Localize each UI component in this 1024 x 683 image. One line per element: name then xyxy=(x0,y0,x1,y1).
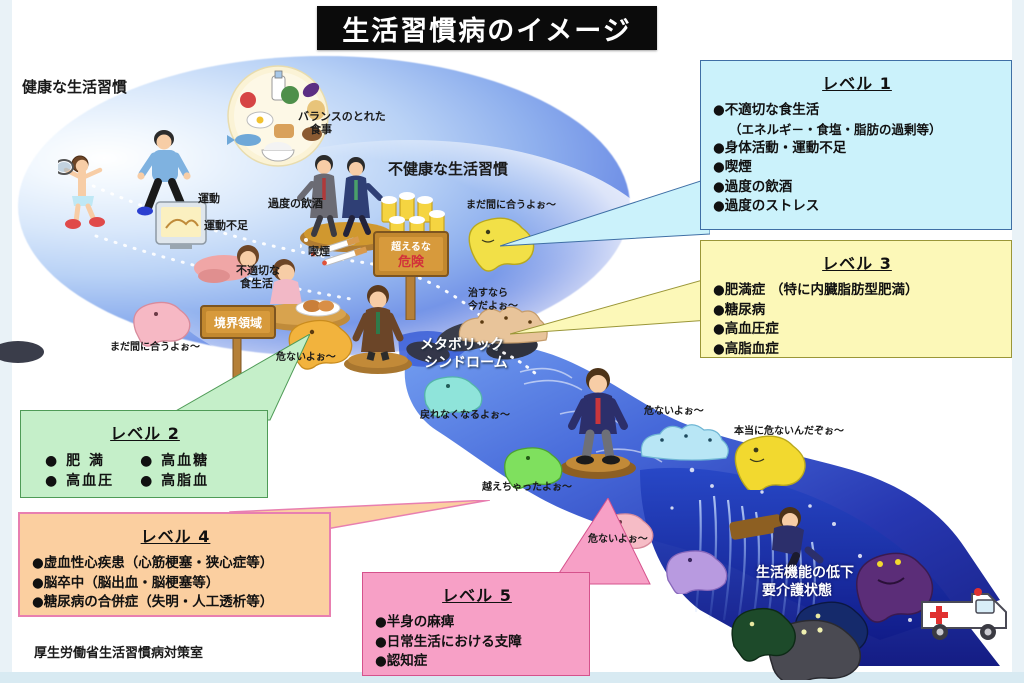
level-1-item-5: ●過度のストレス xyxy=(713,198,820,215)
level-5-item-2: ●認知症 xyxy=(375,653,428,670)
label-balanced-meal-line1: バランスのとれた xyxy=(298,110,386,123)
bubble-cure-now-line2: 今だよぉ～ xyxy=(468,301,518,312)
level-3-title: レベル 3 xyxy=(822,254,892,273)
level-5-item-1: ●日常生活における支障 xyxy=(375,633,522,650)
bubble-still-time-b: まだ間に合うよぉ～ xyxy=(110,342,200,353)
excess-drinking-illustration xyxy=(297,155,396,252)
bubble-dangerous-c: 危ないよぉ～ xyxy=(588,534,648,545)
bubble-cant-return: 戻れなくなるよぉ～ xyxy=(420,410,510,421)
label-excess-drinking: 過度の飲酒 xyxy=(268,197,323,210)
bubble-dangerous-b: 危ないよぉ～ xyxy=(644,406,704,417)
walking-man-illustration xyxy=(137,130,193,216)
level-5-list: ●半身の麻痺 ●日常生活における支障 ●認知症 xyxy=(375,613,579,672)
label-exercise: 運動 xyxy=(198,192,220,205)
balanced-meal-illustration xyxy=(227,65,329,167)
blob-green-1 xyxy=(504,447,563,490)
label-balanced-meal-line2: 食事 xyxy=(310,123,332,136)
bubble-still-time-a: まだ間に合うよぉ～ xyxy=(466,200,556,211)
blob-paleblue-group xyxy=(640,424,729,461)
level-2-columns: ● 肥 満 ● 高血圧 ● 高血糖 ● 高脂血 xyxy=(33,451,257,492)
level-1-item-2: ●身体活動・運動不足 xyxy=(713,139,847,156)
label-healthy-lifestyle: 健康な生活習慣 xyxy=(22,78,128,96)
bubble-really-dangerous: 本当に危ないんだぞぉ～ xyxy=(734,426,844,437)
level-3-item-3: ●高脂血症 xyxy=(713,340,779,357)
level-4-title: レベル 4 xyxy=(140,527,211,546)
level-3-box[interactable]: レベル 3 ●肥満症 （特に内臓脂肪型肥満） ●糖尿病 ●高血圧症 ●高脂血症 xyxy=(700,240,1012,358)
level-1-item-4: ●過度の飲酒 xyxy=(713,178,793,195)
lack-of-exercise-illustration xyxy=(155,201,259,283)
border-zone-signpost-icon: 境界領域 xyxy=(200,305,276,380)
man-on-island-navy-illustration xyxy=(560,368,636,479)
level-1-list: ●不適切な食生活 （エネルギ－・食塩・脂肪の過剰等） ●身体活動・運動不足 ●喫… xyxy=(713,101,1001,217)
man-on-island-brown-illustration xyxy=(344,285,412,374)
label-unhealthy-lifestyle: 不健康な生活習慣 xyxy=(388,160,509,178)
level-2-list-col1: ● 肥 満 ● 高血圧 xyxy=(45,451,114,492)
level-1-item-0: ●不適切な食生活 xyxy=(713,102,820,118)
source-credit: 厚生労働省生活習慣病対策室 xyxy=(34,646,204,661)
label-decline-line2: 要介護状態 xyxy=(762,583,832,599)
label-lack-of-exercise: 運動不足 xyxy=(204,219,248,232)
level-5-title: レベル 5 xyxy=(442,586,512,605)
bubble-crossed: 越えちゃったよぉ～ xyxy=(482,482,572,493)
page-title-text: 生活習慣病のイメージ xyxy=(342,15,632,47)
level-5-item-0: ●半身の麻痺 xyxy=(375,614,455,630)
level-4-list: ●虚血性心疾患（心筋梗塞・狭心症等） ●脳卒中（脳出血・脳梗塞等） ●糖尿病の合… xyxy=(32,554,319,613)
danger-signpost-icon: 超えるな 危険 xyxy=(373,231,449,320)
page-title: 生活習慣病のイメージ xyxy=(317,6,657,50)
label-smoking: 喫煙 xyxy=(308,245,330,258)
level-5-box[interactable]: レベル 5 ●半身の麻痺 ●日常生活における支障 ●認知症 xyxy=(362,572,590,676)
level-2-item-0: ● 肥 満 xyxy=(45,453,105,469)
level-1-item-3: ●喫煙 xyxy=(713,159,752,176)
ambulance-icon xyxy=(921,588,1007,640)
label-bad-diet-line1: 不適切な xyxy=(236,264,280,277)
level-4-item-1: ●脳卒中（脳出血・脳梗塞等） xyxy=(32,574,220,591)
label-metabolic-line2: シンドローム xyxy=(424,355,508,371)
label-metabolic-line1: メタボリック xyxy=(420,337,504,353)
cigarette-illustration xyxy=(300,236,368,266)
level-3-item-2: ●高血圧症 xyxy=(713,321,779,338)
page-bottom-edge xyxy=(0,672,1024,683)
label-bad-diet-line2: 食生活 xyxy=(240,277,273,290)
blob-yellow-1 xyxy=(468,217,535,272)
level-4-item-2: ●糖尿病の合併症（失明・人工透析等） xyxy=(32,594,274,611)
level-3-item-0: ●肥満症 （特に内臓脂肪型肥満） xyxy=(713,282,919,298)
level-2-box[interactable]: レベル 2 ● 肥 満 ● 高血圧 ● 高血糖 ● 高脂血 xyxy=(20,410,268,498)
bubble-dangerous-a: 危ないよぉ～ xyxy=(276,352,336,363)
svg-text:危険: 危険 xyxy=(398,254,425,270)
level-1-title: レベル 1 xyxy=(822,74,892,93)
level-4-item-0: ●虚血性心疾患（心筋梗塞・狭心症等） xyxy=(32,555,274,571)
level-4-box[interactable]: レベル 4 ●虚血性心疾患（心筋梗塞・狭心症等） ●脳卒中（脳出血・脳梗塞等） … xyxy=(18,512,331,617)
blob-yellow-2 xyxy=(734,435,806,490)
bubble-cure-now-line1: 治すなら xyxy=(468,288,508,299)
svg-text:超えるな: 超えるな xyxy=(390,240,431,253)
svg-text:境界領域: 境界領域 xyxy=(214,315,262,330)
girl-exercising-illustration xyxy=(58,155,105,229)
level-1-box[interactable]: レベル 1 ●不適切な食生活 （エネルギ－・食塩・脂肪の過剰等） ●身体活動・運… xyxy=(700,60,1012,230)
blob-purple-1 xyxy=(666,550,728,594)
level-2-list-col2: ● 高血糖 ● 高脂血 xyxy=(140,451,209,492)
level-2-item-3: ● 高脂血 xyxy=(140,473,210,490)
level-2-item-2: ● 高血糖 xyxy=(140,453,210,469)
blob-darkgreen xyxy=(731,607,796,662)
blob-pink-2 xyxy=(598,513,654,554)
level-2-item-1: ● 高血圧 xyxy=(45,473,115,490)
blob-teal-1 xyxy=(424,376,483,418)
level-1-item-1: （エネルギ－・食塩・脂肪の過剰等） xyxy=(729,121,942,137)
level-3-list: ●肥満症 （特に内臓脂肪型肥満） ●糖尿病 ●高血圧症 ●高脂血症 xyxy=(713,281,1001,359)
level-2-title: レベル 2 xyxy=(110,424,180,443)
level-3-item-1: ●糖尿病 xyxy=(713,301,766,318)
label-decline-line1: 生活機能の低下 xyxy=(756,565,854,581)
drowning-man-illustration xyxy=(729,507,824,576)
